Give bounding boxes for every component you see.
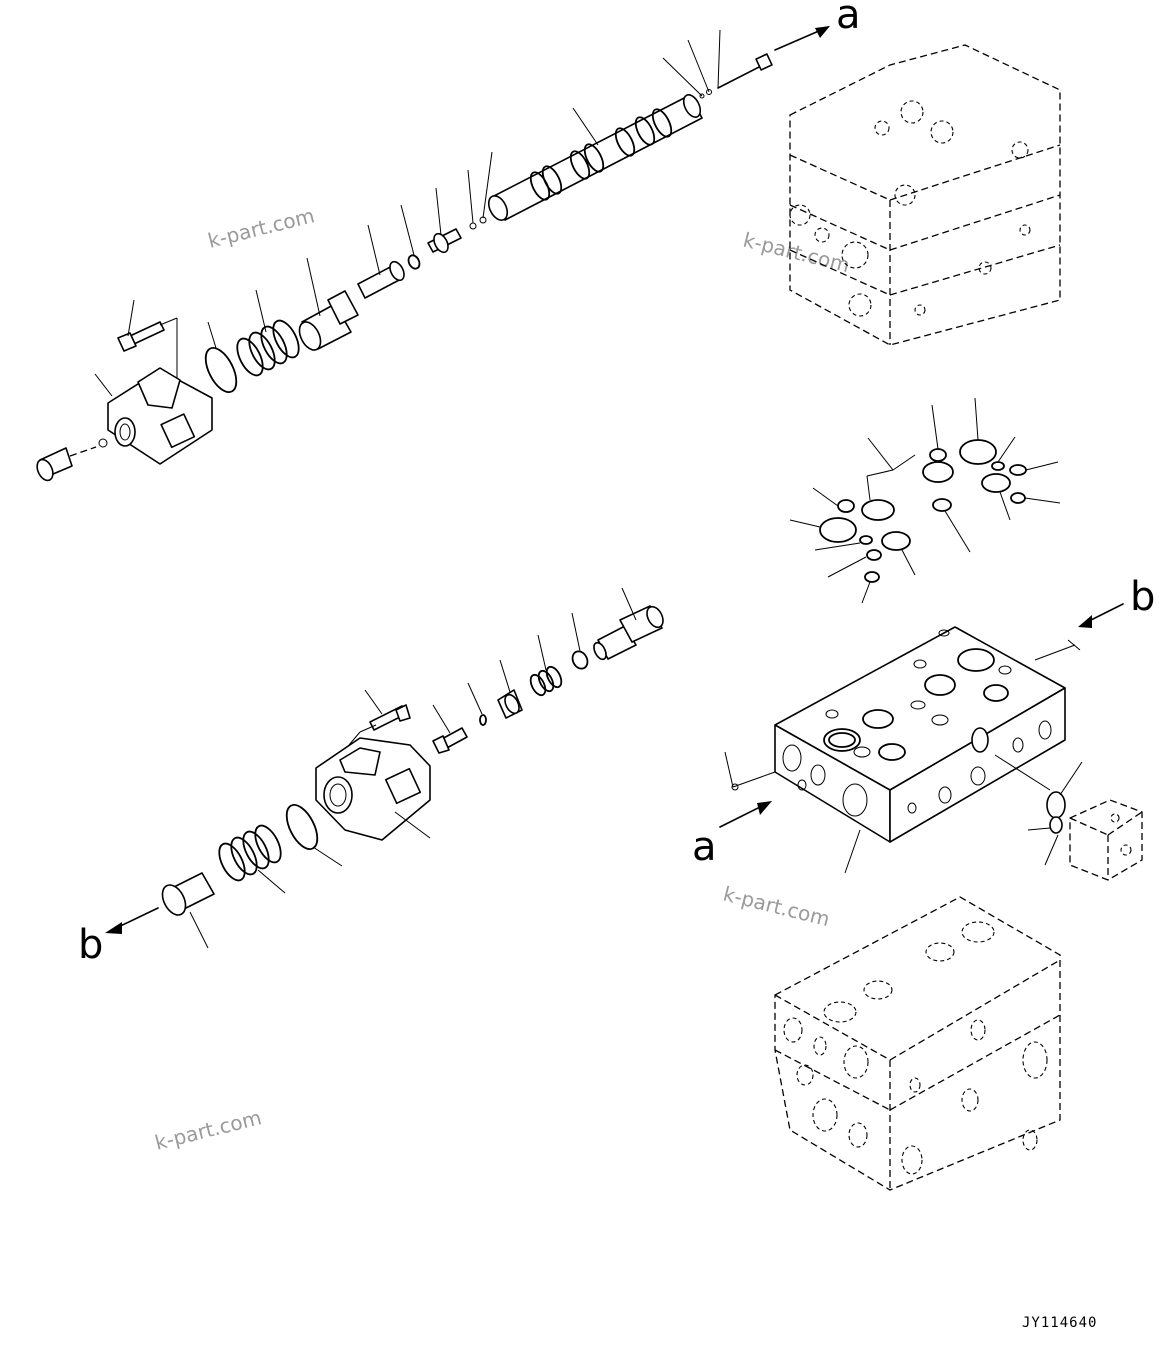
label-b-left: b [78, 922, 103, 968]
arrow-head-icon [757, 801, 772, 815]
arrow-head-icon [105, 922, 122, 934]
arrow-head-icon [815, 26, 830, 38]
upper-spool-assembly: a [36, 0, 861, 482]
valve-housing-stack-top [789, 44, 1061, 346]
valve-housing-stack-bottom [774, 896, 1061, 1191]
label-a-bottom: a [692, 824, 717, 870]
watermark: k-part.com [205, 203, 316, 253]
lower-spool-assembly: b [78, 587, 664, 968]
main-valve-block: b a [692, 574, 1155, 881]
label-a-top: a [836, 0, 861, 38]
drawing-code: JY114640 [1022, 1315, 1097, 1331]
watermark: k-part.com [152, 1105, 263, 1155]
label-b-right: b [1130, 574, 1155, 620]
watermark: k-part.com [721, 882, 832, 932]
seal-ring-set [789, 397, 1061, 604]
arrow-head-icon [1078, 615, 1092, 628]
